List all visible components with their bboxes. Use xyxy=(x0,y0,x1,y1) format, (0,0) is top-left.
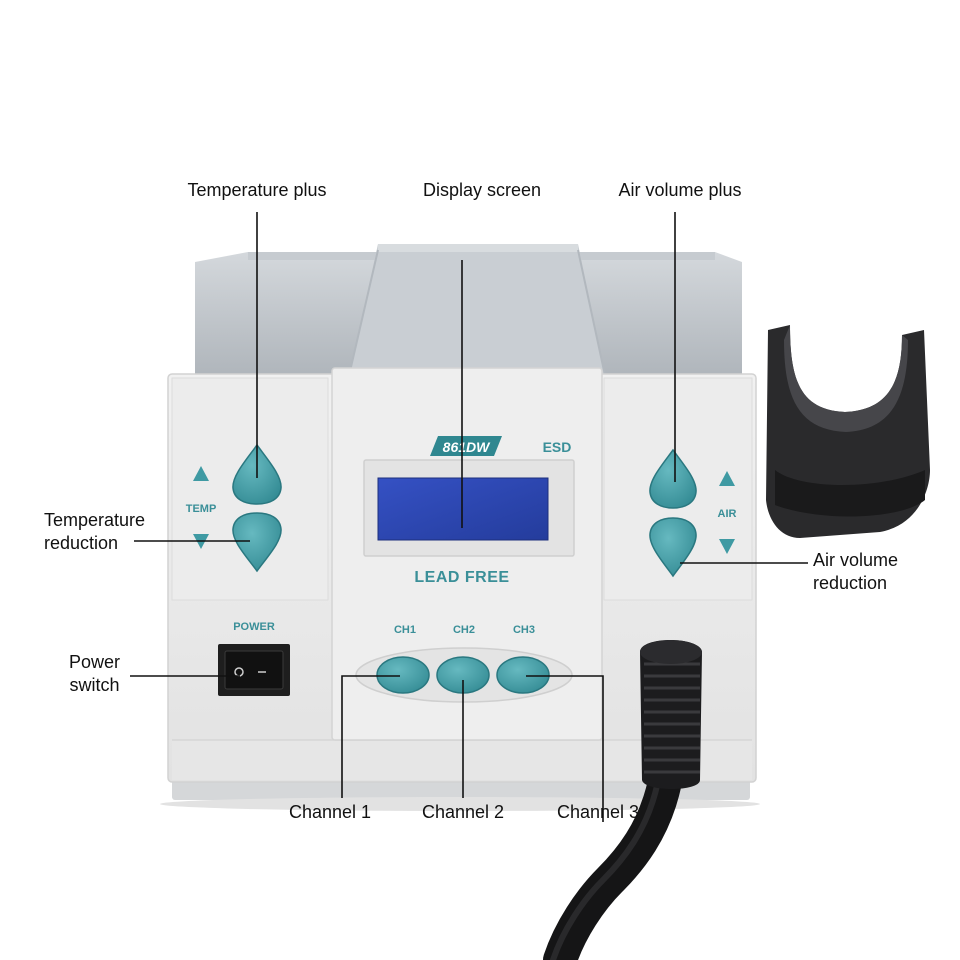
channel-3-button[interactable] xyxy=(496,656,550,694)
callout-air-volume-plus: Air volume plus xyxy=(618,180,742,200)
channel-2-label: CH2 xyxy=(453,624,475,636)
callout-display-screen: Display screen xyxy=(422,180,542,200)
handle-holder xyxy=(766,325,930,538)
air-label: AIR xyxy=(718,508,737,520)
leader-channel-3 xyxy=(526,675,604,822)
callout-power-switch: Power switch xyxy=(69,652,121,695)
callout-temperature-reduction: Temperature reduction xyxy=(44,510,146,553)
lead-free-label: LEAD FREE xyxy=(414,569,509,586)
leader-channel-1 xyxy=(341,675,400,798)
air-up-arrow-icon xyxy=(719,471,735,486)
housing-top xyxy=(195,244,742,381)
base-shadow xyxy=(160,797,760,811)
air-volume-plus-button[interactable] xyxy=(649,448,697,509)
esd-label: ESD xyxy=(543,439,572,455)
callout-channel-2: Channel 2 xyxy=(421,802,505,822)
temp-up-arrow-icon xyxy=(193,466,209,481)
power-switch[interactable] xyxy=(218,644,290,696)
callout-channel-3: Channel 3 xyxy=(556,802,640,822)
channel-3-label: CH3 xyxy=(513,624,535,636)
front-panel xyxy=(167,367,757,783)
air-down-arrow-icon xyxy=(719,539,735,554)
callout-air-volume-reduction: Air volume reduction xyxy=(813,550,899,593)
model-badge-text: 861DW xyxy=(443,439,491,455)
channel-1-button[interactable] xyxy=(376,656,430,694)
callout-temperature-plus: Temperature plus xyxy=(187,180,327,200)
display-screen xyxy=(363,459,575,557)
temp-label: TEMP xyxy=(186,503,217,515)
channel-1-label: CH1 xyxy=(394,624,416,636)
hot-air-hose xyxy=(543,640,702,960)
air-volume-reduction-button[interactable] xyxy=(649,517,697,578)
callout-leaders xyxy=(130,212,808,822)
callout-channel-1: Channel 1 xyxy=(288,802,372,822)
model-badge: 861DW xyxy=(430,436,502,456)
power-label: POWER xyxy=(233,621,275,633)
